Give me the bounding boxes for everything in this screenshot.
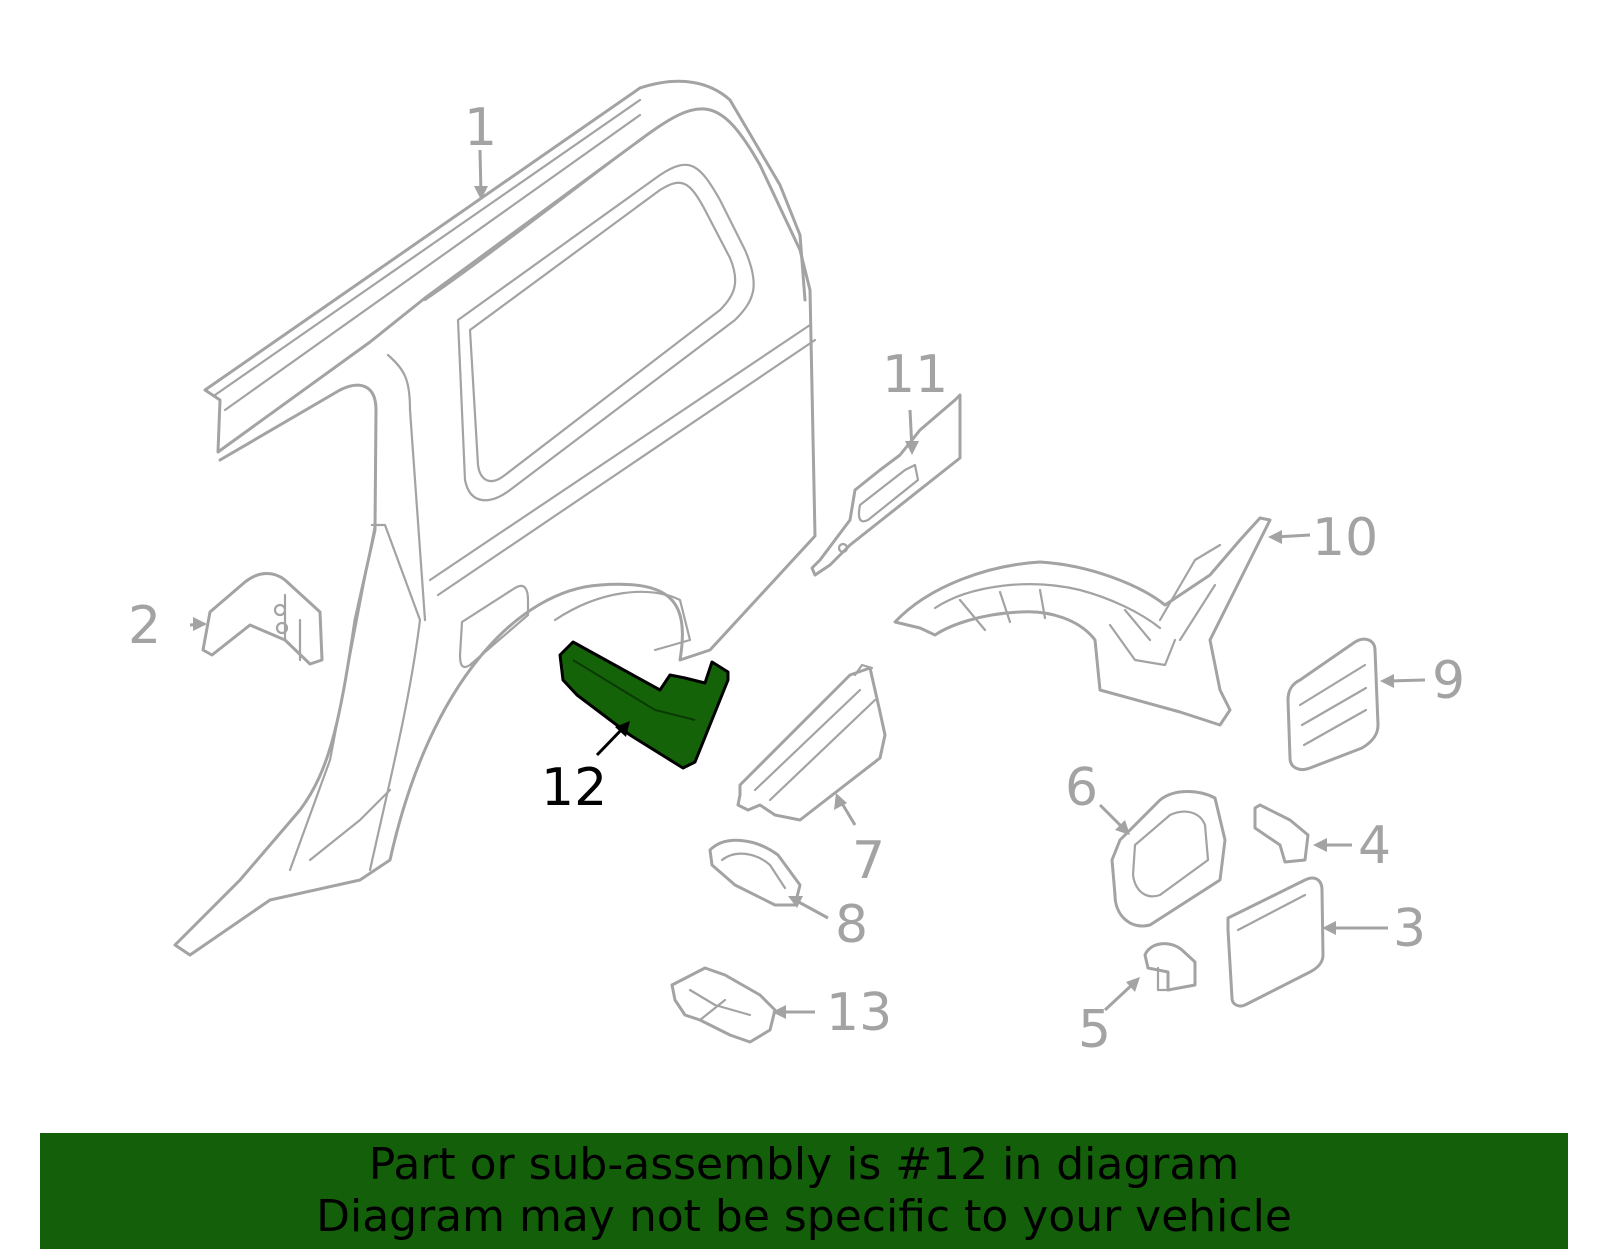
part-1-quarter-panel[interactable]	[173, 79, 817, 957]
callout-13[interactable]: 13	[826, 983, 892, 1043]
part-12-splash-shield[interactable]	[558, 640, 730, 770]
callout-2[interactable]: 2	[128, 596, 161, 656]
part-4-clip[interactable]	[1253, 803, 1310, 864]
part-5-bumper-stop[interactable]	[1143, 942, 1197, 992]
banner-line-2: Diagram may not be specific to your vehi…	[316, 1191, 1292, 1242]
part-3-fuel-door-panel[interactable]	[1226, 876, 1325, 1008]
part-8-housing[interactable]	[708, 838, 802, 907]
banner-line-1: Part or sub-assembly is #12 in diagram	[368, 1139, 1240, 1190]
callout-8[interactable]: 8	[835, 895, 868, 955]
part-6-pocket-housing[interactable]	[1110, 790, 1227, 928]
callout-6[interactable]: 6	[1065, 758, 1098, 818]
callout-labels: 1 2 3 4 5 6 7 8 9 10 11 12 13	[128, 98, 1465, 1060]
callout-5[interactable]: 5	[1078, 1000, 1111, 1060]
callout-12[interactable]: 12	[541, 758, 607, 818]
callout-4[interactable]: 4	[1358, 816, 1391, 876]
callout-7[interactable]: 7	[852, 831, 885, 891]
callout-1[interactable]: 1	[464, 98, 497, 158]
callout-11[interactable]: 11	[882, 345, 948, 405]
arrow-heads	[193, 186, 1394, 1019]
part-7-filler-pipe[interactable]	[736, 663, 887, 822]
parts-diagram: 1 2 3 4 5 6 7 8 9 10 11 12 13	[128, 79, 1465, 1060]
callout-9[interactable]: 9	[1432, 651, 1465, 711]
part-2-bracket[interactable]	[201, 572, 324, 666]
part-13-bumper-bracket[interactable]	[670, 966, 777, 1044]
part-10-wheelhouse-liner[interactable]	[893, 516, 1272, 727]
info-banner: Part or sub-assembly is #12 in diagram D…	[40, 1133, 1568, 1249]
part-9-fuel-door[interactable]	[1286, 637, 1380, 772]
callout-10[interactable]: 10	[1312, 508, 1378, 568]
part-11-reinforcement[interactable]	[810, 393, 962, 577]
callout-3[interactable]: 3	[1393, 899, 1426, 959]
